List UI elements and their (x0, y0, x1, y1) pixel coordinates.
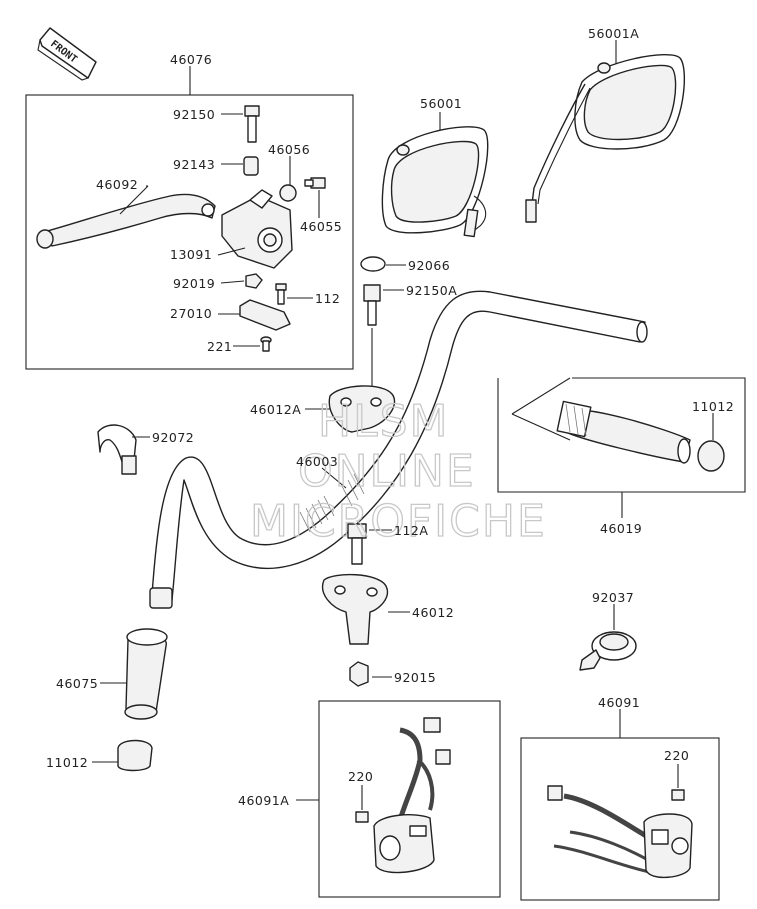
screw-220-left (355, 811, 369, 823)
left-switch-housing (373, 717, 451, 874)
label-92150: 92150 (173, 107, 215, 122)
screw-112 (275, 283, 287, 305)
switch-left-box (318, 700, 501, 898)
label-11012-grip: 11012 (692, 399, 734, 414)
throttle-grip (556, 400, 691, 464)
holder-lower-46012 (321, 573, 389, 645)
label-46092: 46092 (96, 177, 138, 192)
holder-upper-46012A (328, 385, 396, 433)
label-56001A: 56001A (588, 26, 639, 41)
lever-bracket (221, 189, 293, 269)
switch-27010 (239, 299, 291, 331)
part-labels: 46076 92150 92143 46056 46092 46055 1309… (46, 26, 734, 808)
label-46055: 46055 (300, 219, 342, 234)
label-92150A: 92150A (406, 283, 457, 298)
bolt-92150A (363, 284, 381, 326)
nut-46056 (279, 184, 297, 202)
label-92143: 92143 (173, 157, 215, 172)
screw-220-right (671, 789, 685, 801)
collar-92143 (243, 156, 259, 176)
label-221: 221 (207, 339, 232, 354)
label-27010: 27010 (170, 306, 212, 321)
bolt-92150 (244, 105, 260, 143)
watermark: HLSM ONLINE MICROFICHE (249, 395, 547, 547)
label-46056: 46056 (268, 142, 310, 157)
label-46091A: 46091A (238, 793, 289, 808)
grip-end-cap-bottom (117, 739, 153, 772)
label-46075: 46075 (56, 676, 98, 691)
label-92066: 92066 (408, 258, 450, 273)
cap-92066 (360, 256, 386, 272)
label-46019: 46019 (600, 521, 642, 536)
clamp-92037 (579, 631, 637, 671)
left-grip (124, 628, 168, 720)
nut-92019 (245, 273, 263, 289)
label-92037: 92037 (592, 590, 634, 605)
grip-end-cap-top (697, 440, 725, 472)
screw-46055 (304, 177, 326, 189)
label-46012: 46012 (412, 605, 454, 620)
label-13091: 13091 (170, 247, 212, 262)
label-112A: 112A (394, 523, 428, 538)
screw-221 (260, 336, 272, 352)
clutch-lever (36, 193, 216, 249)
grip-assembly-box (497, 377, 746, 493)
label-46076: 46076 (170, 52, 212, 67)
label-56001: 56001 (420, 96, 462, 111)
label-11012-end: 11012 (46, 755, 88, 770)
right-switch-housing (547, 785, 693, 878)
handlebar (149, 290, 648, 609)
nut-92015 (349, 661, 369, 687)
label-46012A: 46012A (250, 402, 301, 417)
band-92072 (97, 424, 137, 475)
watermark-line-2: ONLINE (298, 446, 476, 497)
label-220-right: 220 (664, 748, 689, 763)
watermark-line-1: HLSM (318, 396, 450, 447)
label-220-left: 220 (348, 769, 373, 784)
bolt-112A (347, 523, 367, 565)
front-arrow-badge: FRONT (37, 27, 97, 81)
watermark-line-3: MICROFICHE (250, 496, 547, 547)
label-92072: 92072 (152, 430, 194, 445)
label-46091: 46091 (598, 695, 640, 710)
mirror-right (525, 54, 686, 223)
label-112: 112 (315, 291, 340, 306)
label-46003: 46003 (296, 454, 338, 469)
label-92015: 92015 (394, 670, 436, 685)
mirror-left (381, 126, 489, 238)
label-92019: 92019 (173, 276, 215, 291)
